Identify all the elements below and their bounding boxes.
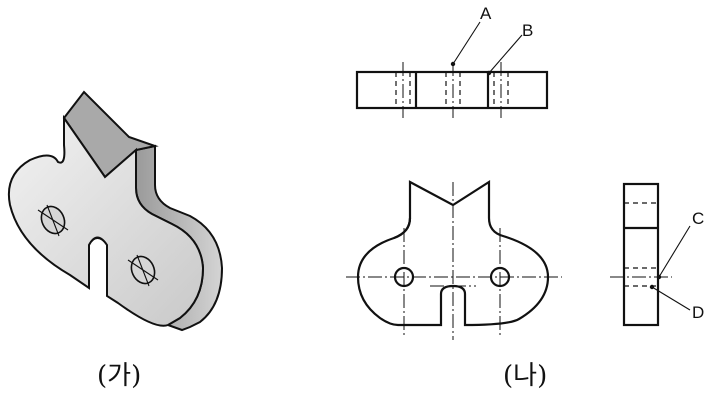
iso-caption: (가) [97,361,141,391]
slot-edge [88,237,108,246]
top-view-outline [355,70,549,110]
label-c-group: C [656,209,704,280]
isometric-view [8,90,224,332]
label-a-group: A [450,4,492,67]
hole-right-centerline [136,254,150,287]
label-a: A [480,4,492,23]
label-d-group: D [649,284,704,322]
side-view-outline [622,182,660,327]
front-view [346,179,562,340]
hole-left-centerline [46,204,60,237]
ortho-caption: (나) [503,361,547,391]
label-b-group: B [486,21,533,76]
label-c: C [692,209,704,228]
top-view [355,62,549,118]
label-d: D [692,303,704,322]
side-view [610,182,672,327]
label-b: B [522,21,533,40]
